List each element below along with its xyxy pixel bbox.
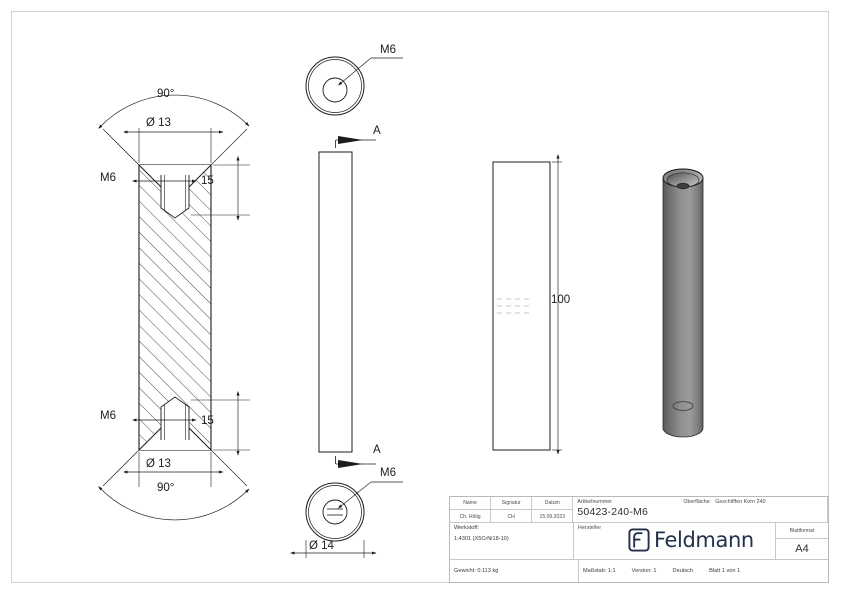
signoff-table: Name Signatur Datum Ch. Hölig CH 15.09.2… <box>450 497 574 523</box>
callout-thread-bottom-view: M6 <box>380 467 396 479</box>
dim-diameter-bottom: Ø 13 <box>146 458 171 470</box>
header-name: Name <box>450 497 492 509</box>
manufacturer-label: Hersteller <box>578 525 602 531</box>
title-block-row-top: Name Signatur Datum Ch. Hölig CH 15.09.2… <box>450 497 828 523</box>
material-label: Werkstoff: <box>454 525 479 531</box>
section-mark-top: A <box>373 125 381 137</box>
language-value: Deutsch <box>672 568 694 574</box>
version-value: Version: 1 <box>631 568 657 574</box>
surface-finish: Oberfläche: Geschliffen Korn 240 <box>683 499 765 505</box>
feldmann-logo-icon <box>628 528 650 552</box>
value-signatur: CH <box>491 510 533 523</box>
section-mark-bottom: A <box>373 444 381 456</box>
signoff-header-row: Name Signatur Datum <box>450 497 574 510</box>
surface-finish-value: Geschliffen Korn 240 <box>715 499 766 505</box>
dim-angle-bottom: 90° <box>157 482 175 494</box>
material-value: 1.4301 (X5CrNi18-10) <box>454 536 509 542</box>
surface-finish-label: Oberfläche: <box>683 499 712 505</box>
dim-depth-top: 15 <box>201 175 214 187</box>
title-block: Name Signatur Datum Ch. Hölig CH 15.09.2… <box>449 496 829 583</box>
dim-length: 100 <box>551 294 571 306</box>
value-datum: 15.09.2023 <box>532 510 574 523</box>
dim-diameter-top: Ø 13 <box>146 117 171 129</box>
dim-outer-diameter: Ø 14 <box>309 540 334 552</box>
article-number-label: Artikelnummer <box>577 499 613 505</box>
signoff-value-row: Ch. Hölig CH 15.09.2023 <box>450 510 574 523</box>
feldmann-logo: Feldmann <box>628 528 754 552</box>
title-block-row-bottom: Gewicht: 0.113 kg Maßstab: 1:1 Version: … <box>450 559 828 582</box>
meta-cell: Maßstab: 1:1 Version: 1 Deutsch Blatt 1 … <box>579 560 828 582</box>
value-name: Ch. Hölig <box>450 510 492 523</box>
dim-thread-bottom: M6 <box>100 410 116 422</box>
dim-depth-bottom: 15 <box>201 415 214 427</box>
header-signatur: Signatur <box>491 497 533 509</box>
article-number-cell: Artikelnummer 50423-240-M6 Oberfläche: G… <box>573 497 828 522</box>
material-cell: Werkstoff: 1.4301 (X5CrNi18-10) <box>450 523 574 559</box>
sheet-format-cell: Blattformat A4 <box>776 523 828 559</box>
dim-thread-top: M6 <box>100 172 116 184</box>
drawing-frame <box>11 11 829 583</box>
title-block-row-middle: Werkstoff: 1.4301 (X5CrNi18-10) Herstell… <box>450 523 828 559</box>
feldmann-logo-text: Feldmann <box>654 528 754 552</box>
weight-cell: Gewicht: 0.113 kg <box>450 560 579 582</box>
manufacturer-cell: Hersteller Feldmann <box>574 523 776 559</box>
dim-angle-top: 90° <box>157 88 175 100</box>
sheet-format-value: A4 <box>795 543 809 555</box>
weight-value: Gewicht: 0.113 kg <box>454 568 499 574</box>
article-number-value: 50423-240-M6 <box>577 506 649 518</box>
callout-thread-top-view: M6 <box>380 44 396 56</box>
header-datum: Datum <box>532 497 574 509</box>
sheet-count-value: Blatt 1 von 1 <box>709 568 741 574</box>
sheet-format-label: Blattformat <box>776 523 828 539</box>
scale-value: Maßstab: 1:1 <box>583 568 616 574</box>
